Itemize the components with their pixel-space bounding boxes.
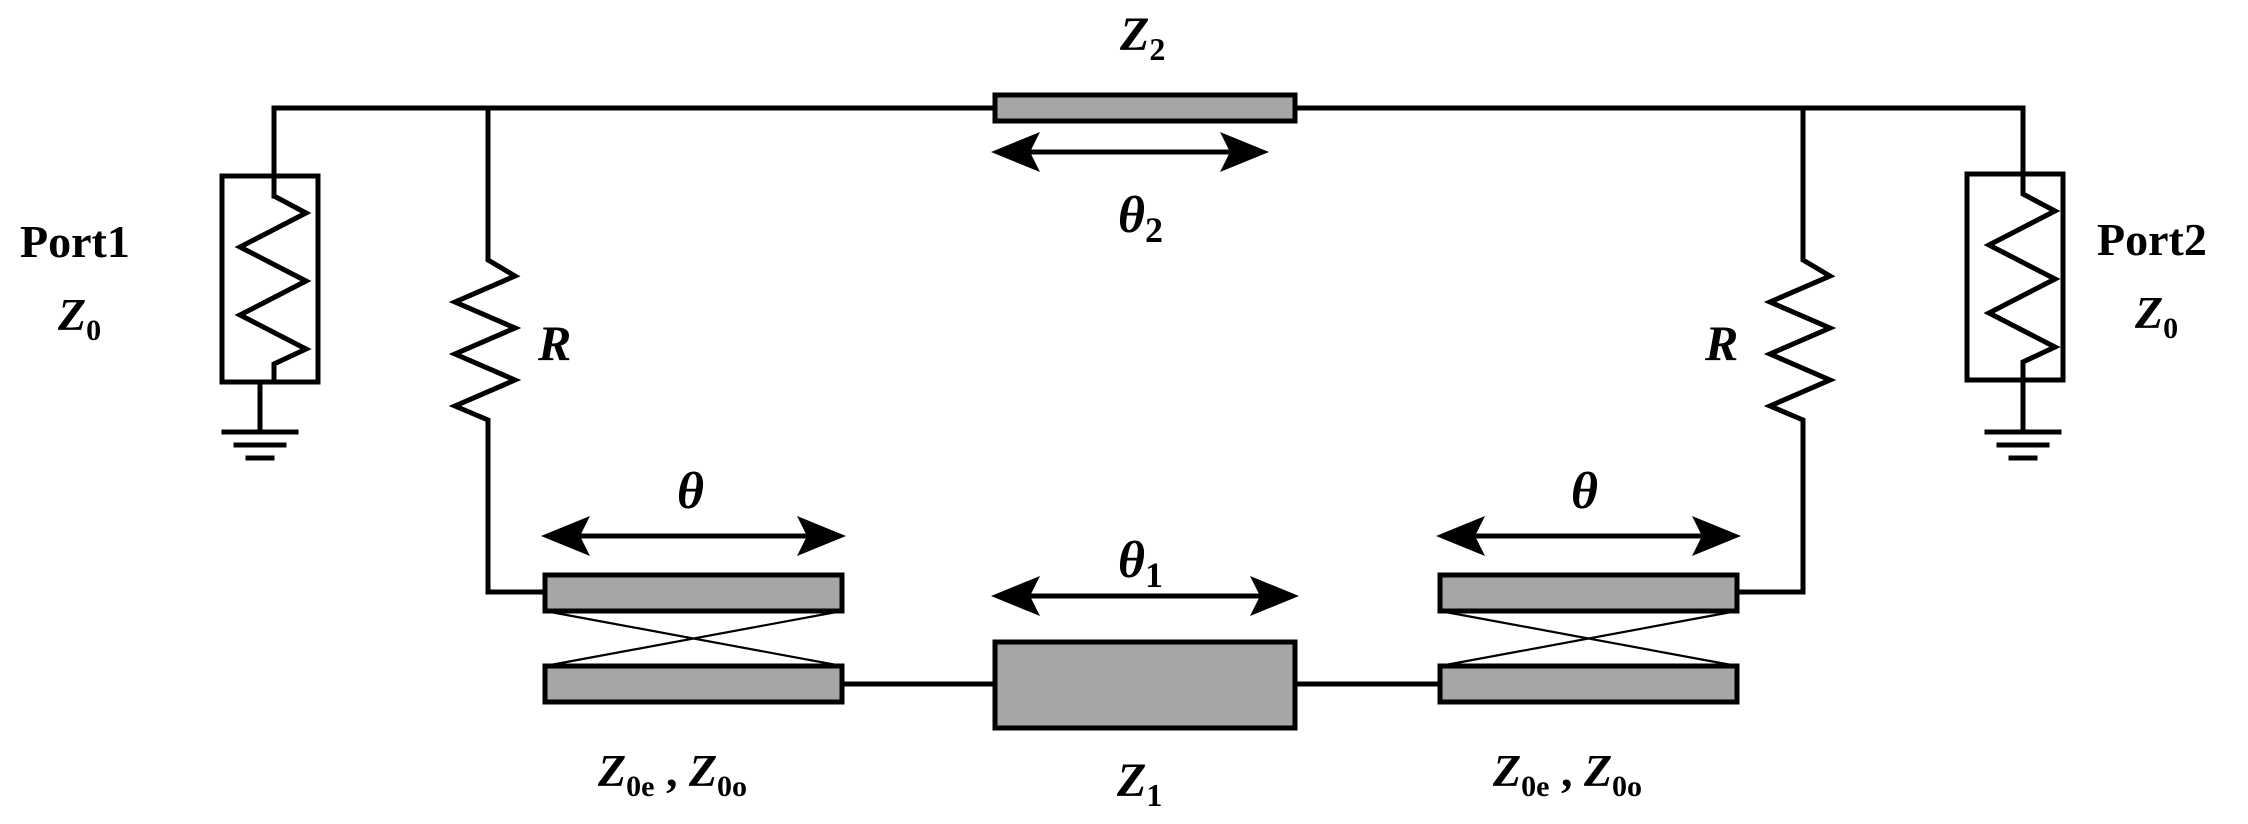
coupled-line-right <box>1437 572 1740 705</box>
z0-right-label: Z0 <box>2134 287 2178 345</box>
ground-right-icon <box>1984 429 2062 461</box>
theta-left-label: θ <box>677 463 704 520</box>
theta-right-arrow <box>1436 516 1741 556</box>
coupled-left-label: Z0e , Z0o <box>597 745 747 803</box>
coupled-line-left <box>542 572 845 705</box>
ground-left-icon <box>221 429 299 461</box>
theta-left-arrow <box>541 516 846 556</box>
theta2-label: θ2 <box>1118 187 1163 250</box>
port2-label: Port2 <box>2097 214 2207 265</box>
port1-label: Port1 <box>20 216 130 267</box>
theta1-arrow <box>991 576 1299 616</box>
top-wire <box>271 105 2026 199</box>
z1-transmission-line <box>992 639 1298 731</box>
r-left-label: R <box>537 315 571 371</box>
z2-label: Z2 <box>1119 8 1165 67</box>
coupled-right-label: Z0e , Z0o <box>1492 745 1642 803</box>
z1-label: Z1 <box>1116 754 1162 813</box>
resistor-right <box>1737 105 1837 595</box>
theta2-arrow <box>991 132 1269 172</box>
z2-transmission-line <box>992 92 1298 124</box>
r-right-label: R <box>1704 315 1738 371</box>
port1-load <box>219 173 321 435</box>
theta-right-label: θ <box>1571 463 1598 520</box>
theta1-label: θ1 <box>1118 532 1163 595</box>
z0-left-label: Z0 <box>57 289 101 347</box>
port2-load <box>1964 105 2066 435</box>
resistor-left <box>448 105 550 595</box>
